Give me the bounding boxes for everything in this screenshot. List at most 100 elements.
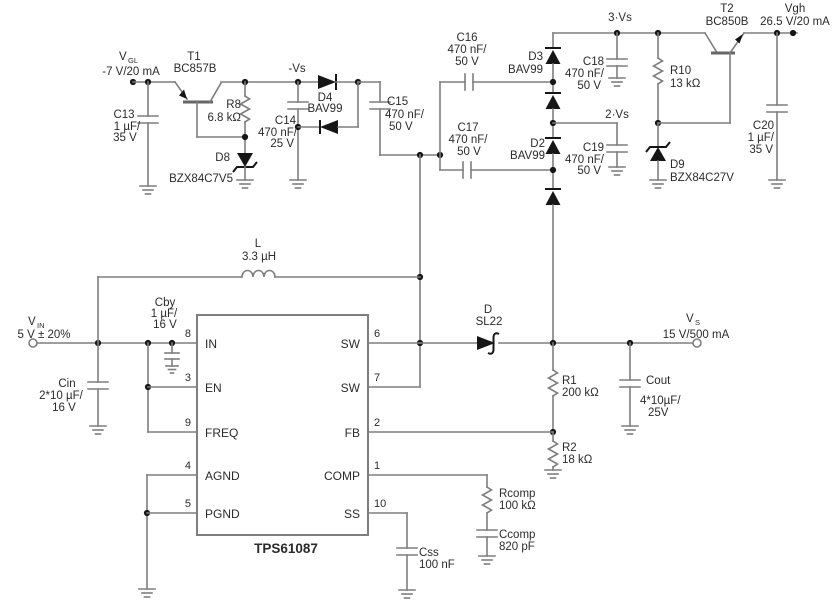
d3-ref: D3 [528,51,543,63]
capacitor-c14: C14 470 nF/ 25 V [258,81,309,189]
t2-part: BC850B [706,16,749,28]
ground-icon [608,77,626,87]
c14-value: 470 nF/ [258,127,298,139]
capacitor-c20: C20 1 µF/ 35 V [748,32,788,189]
d2-ref: D2 [530,138,545,150]
zener-d9: D9 BZX84C27V [645,122,734,189]
ground-icon [649,179,667,189]
cin-value: 2*10 µF/ [39,390,84,402]
pin-num-5: 5 [185,498,191,510]
d8-ref: D8 [215,152,230,164]
d-part: SL22 [476,316,503,328]
r1-value: 200 kΩ [562,387,599,399]
d9-part: BZX84C27V [670,172,734,184]
cby-voltage: 16 V [153,319,177,331]
css-ref: Css [419,547,439,559]
vs-rating: 15 V/500 mA [663,329,730,341]
capacitor-c15: C15 470 nF/ 50 V [357,81,444,159]
pin-label-comp: COMP [324,469,360,483]
vs2-net-label: 2·Vs [605,109,629,121]
cout-ref: Cout [646,375,671,387]
c18-ref: C18 [583,56,604,68]
vs3-net-label: 3·Vs [608,12,632,24]
capacitor-cby: Cby 1 µF/ 16 V [151,297,180,374]
c18-voltage: 50 V [577,80,601,92]
ground-icon [289,179,307,189]
pin-num-10: 10 [374,498,386,510]
t2-ref: T2 [720,3,733,15]
c16-value: 470 nF/ [448,44,488,56]
pin-label-agnd: AGND [205,469,240,483]
c15-voltage: 50 V [389,121,413,133]
r10-ref: R10 [670,65,691,77]
c16-ref: C16 [456,32,477,44]
pin-num-3: 3 [185,372,191,384]
ground-icon [139,185,157,195]
vgl-label: V [119,51,127,63]
vgh-terminal: Vgh 26.5 V/20 mA [743,3,830,37]
r2-value: 18 kΩ [562,454,593,466]
pin-num-2: 2 [374,417,380,429]
vs-output-line: V S 15 V/500 mA [498,313,730,348]
d4-ref: D4 [318,92,333,104]
c17-voltage: 50 V [457,146,481,158]
dual-diode-d4: D4 BAV99 [297,74,362,134]
zener-d8: D8 BZX84C7V5 [169,152,258,189]
t1-ref: T1 [187,51,200,63]
ground-icon [544,469,562,479]
c19-ref: C19 [583,142,604,154]
capacitor-c19: 2·Vs C19 470 nF/ 50 V [552,109,629,177]
d3-part: BAV99 [508,64,543,76]
pin-label-en: EN [205,381,222,395]
d9-ref: D9 [670,159,685,171]
ground-icon [165,365,179,374]
vin-rating: 5 V ± 20% [18,329,71,341]
c14-ref: C14 [275,115,297,127]
ground-icon [89,425,107,435]
c15-ref: C15 [387,96,408,108]
gnd-pins-wiring [138,474,198,598]
pin-label-pgnd: PGND [205,507,240,521]
diode-chain: D3 BAV99 D2 BAV99 [508,32,561,344]
ccomp-value: 820 pF [499,541,535,553]
c14-voltage: 25 V [270,138,294,150]
vgl-rating: -7 V/20 mA [102,66,160,78]
capacitor-c13: C13 1 µF/ 35 V [113,78,159,195]
css-value: 100 nF [419,559,455,571]
c19-voltage: 50 V [577,165,601,177]
vgl-terminal: V GL -7 V/20 mA [102,51,176,86]
vin-label-sub: IN [37,321,45,330]
pin-num-6: 6 [374,328,380,340]
ground-icon [236,179,254,189]
pin-num-9: 9 [185,417,191,429]
capacitor-c16: C16 470 nF/ 50 V [439,32,554,91]
ground-icon [478,555,496,565]
vgh-rating: 26.5 V/20 mA [760,16,830,28]
vs-label-sub: S [695,318,700,327]
cin-voltage: 16 V [52,402,76,414]
d4-part: BAV99 [308,103,343,115]
pin-label-fb: FB [345,426,360,440]
pin-label-in: IN [205,337,217,351]
cin-ref: Cin [58,378,75,390]
diode-d-sl22: D SL22 [419,304,503,355]
capacitor-c18: C18 470 nF/ 50 V [565,32,628,92]
r1-ref: R1 [562,375,577,387]
rcomp-value: 100 kΩ [499,500,536,512]
en-freq-wiring [144,342,198,433]
c13-ref: C13 [113,109,134,121]
c17-value: 470 nF/ [449,134,489,146]
r8-value: 6.8 kΩ [207,112,241,124]
c17-ref: C17 [457,122,478,134]
vin-label: V [28,316,36,328]
resistor-r1: R1 200 kΩ [547,342,599,436]
pin-num-4: 4 [185,460,191,472]
c18-value: 470 nF/ [565,68,605,80]
d-ref: D [484,304,492,316]
ground-icon [138,588,156,598]
ic-part-number: TPS61087 [254,541,318,556]
c16-voltage: 50 V [455,56,479,68]
cout-value: 4*10µF/ [640,395,681,407]
pin-label-sw1: SW [341,337,361,351]
